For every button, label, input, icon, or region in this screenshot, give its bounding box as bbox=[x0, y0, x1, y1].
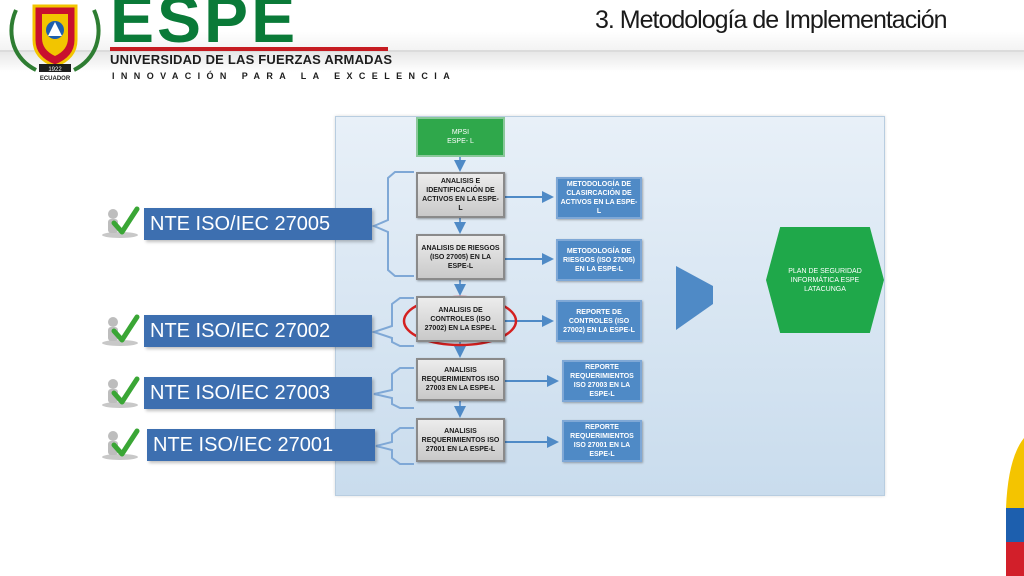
step-activos: ANALISIS E IDENTIFICACIÓN DE ACTIVOS EN … bbox=[416, 172, 505, 218]
step-requerimientos-27001: ANALISIS REQUERIMIENTOS ISO 27001 EN LA … bbox=[416, 418, 505, 462]
header-band bbox=[0, 0, 1024, 52]
standard-label-27003: NTE ISO/IEC 27003 bbox=[144, 377, 372, 409]
check-icon bbox=[102, 314, 140, 346]
output-requerimientos-27003: REPORTE REQUERIMIENTOS ISO 27003 EN LA E… bbox=[562, 360, 642, 402]
seal-country: ECUADOR bbox=[40, 76, 71, 82]
espe-seal-icon: 1922 ECUADOR bbox=[9, 4, 101, 82]
standard-label-27001: NTE ISO/IEC 27001 bbox=[147, 429, 375, 461]
header-shadow bbox=[0, 50, 1024, 72]
output-riesgos: METODOLOGÍA DE RIESGOS (ISO 27005) EN LA… bbox=[556, 239, 642, 281]
check-icon bbox=[102, 376, 140, 408]
seal-year: 1922 bbox=[48, 67, 62, 73]
ecuador-flag-decoration bbox=[1006, 438, 1024, 576]
step-riesgos: ANALISIS DE RIESGOS (ISO 27005) EN LA ES… bbox=[416, 234, 505, 280]
logo-wordmark: ESPE bbox=[110, 0, 299, 56]
logo-motto: INNOVACIÓN PARA LA EXCELENCIA bbox=[112, 71, 457, 81]
node-mpsi: MPSI ESPE- L bbox=[416, 117, 505, 157]
result-plan-seguridad: PLAN DE SEGURIDAD INFORMÁTICA ESPE LATAC… bbox=[766, 227, 884, 333]
output-clasificacion: METODOLOGÍA DE CLASIRCACIÓN DE ACTIVOS E… bbox=[556, 177, 642, 219]
output-controles: REPORTE DE CONTROLES (ISO 27002) EN LA E… bbox=[556, 300, 642, 342]
check-icon bbox=[102, 206, 140, 238]
step-requerimientos-27003: ANALISIS REQUERIMIENTOS ISO 27003 EN LA … bbox=[416, 358, 505, 401]
output-requerimientos-27001: REPORTE REQUERIMIENTOS ISO 27001 EN LA E… bbox=[562, 420, 642, 462]
slide-title: 3. Metodología de Implementación bbox=[595, 6, 948, 34]
logo-rule bbox=[110, 47, 388, 51]
standard-label-27002: NTE ISO/IEC 27002 bbox=[144, 315, 372, 347]
step-controles: ANALISIS DE CONTROLES (ISO 27002) EN LA … bbox=[416, 296, 505, 342]
standard-label-27005: NTE ISO/IEC 27005 bbox=[144, 208, 372, 240]
check-icon bbox=[102, 428, 140, 460]
logo-university: UNIVERSIDAD DE LAS FUERZAS ARMADAS bbox=[110, 52, 393, 67]
